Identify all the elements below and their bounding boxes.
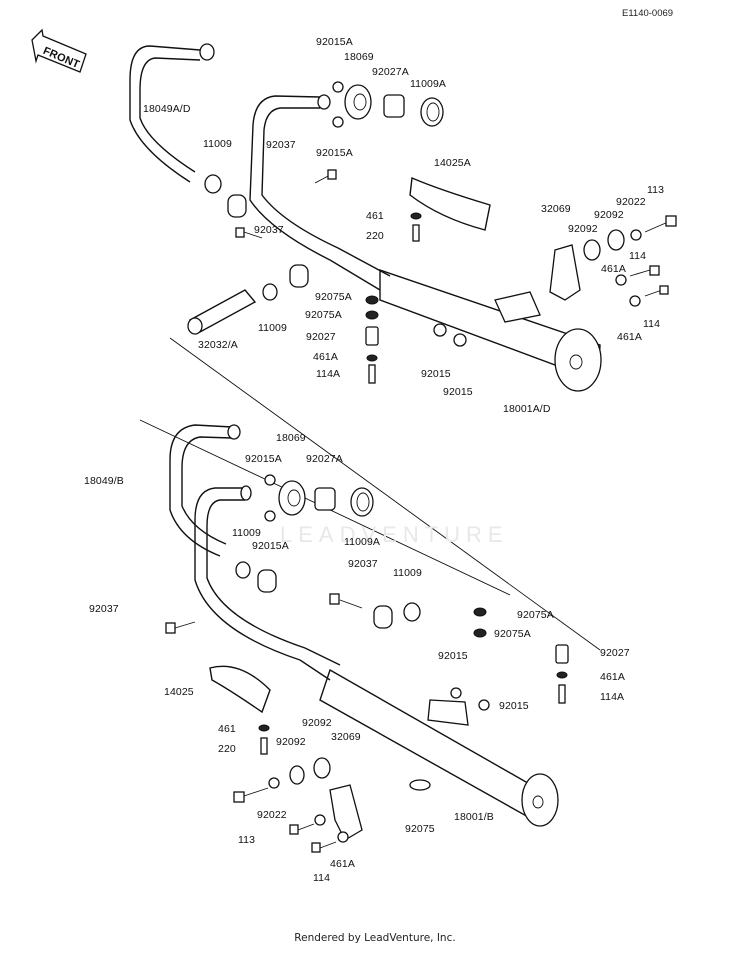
- footer-credit: Rendered by LeadVenture, Inc.: [294, 932, 456, 944]
- part-label[interactable]: 14025: [164, 686, 194, 698]
- part-label[interactable]: 220: [218, 743, 236, 755]
- part-label[interactable]: 461A: [617, 331, 642, 343]
- part-label[interactable]: 461: [366, 210, 384, 222]
- part-label[interactable]: 11009: [203, 138, 232, 150]
- part-label[interactable]: 92015A: [245, 453, 282, 465]
- part-label[interactable]: 461: [218, 723, 236, 735]
- part-label[interactable]: 114: [313, 872, 331, 884]
- part-label[interactable]: 114A: [600, 691, 625, 703]
- document-id: E1140-0069: [622, 8, 674, 19]
- part-label[interactable]: 114A: [316, 368, 341, 380]
- part-label[interactable]: 92075A: [315, 291, 352, 303]
- part-label[interactable]: 92027: [306, 331, 336, 343]
- part-label[interactable]: 92015: [421, 368, 451, 380]
- part-label[interactable]: 114: [629, 250, 647, 262]
- part-label[interactable]: 11009: [258, 322, 287, 334]
- part-label[interactable]: 113: [647, 184, 665, 196]
- part-label[interactable]: 92075A: [305, 309, 342, 321]
- part-label[interactable]: 461A: [330, 858, 355, 870]
- part-label[interactable]: 92015A: [316, 36, 353, 48]
- part-label[interactable]: 32069: [541, 203, 571, 215]
- part-label[interactable]: 92015: [438, 650, 468, 662]
- watermark: LEADVENTURE: [280, 522, 509, 547]
- part-label[interactable]: 92037: [254, 224, 284, 236]
- part-label[interactable]: 92015A: [252, 540, 289, 552]
- part-label[interactable]: 461A: [600, 671, 625, 683]
- part-label[interactable]: 92027: [600, 647, 630, 659]
- part-label[interactable]: 92027A: [306, 453, 343, 465]
- part-label[interactable]: 18001A/D: [503, 403, 551, 415]
- part-label[interactable]: 14025A: [434, 157, 471, 169]
- part-label[interactable]: 18049/B: [84, 475, 124, 487]
- part-label[interactable]: 92075A: [517, 609, 554, 621]
- part-label[interactable]: 461A: [313, 351, 338, 363]
- part-label[interactable]: 92075A: [494, 628, 531, 640]
- front-arrow-icon: [31, 28, 87, 73]
- part-label[interactable]: 32032/A: [198, 339, 238, 351]
- part-label[interactable]: 92075: [405, 823, 435, 835]
- part-label[interactable]: 92015A: [316, 147, 353, 159]
- part-label[interactable]: 114: [643, 318, 661, 330]
- part-label[interactable]: 92092: [594, 209, 624, 221]
- part-label[interactable]: 18069: [344, 51, 374, 63]
- part-label[interactable]: 92037: [348, 558, 378, 570]
- part-label[interactable]: 92022: [257, 809, 287, 821]
- part-label[interactable]: 92037: [266, 139, 296, 151]
- part-label[interactable]: 461A: [601, 263, 626, 275]
- part-label[interactable]: 11009A: [344, 536, 381, 548]
- part-label[interactable]: 92022: [616, 196, 646, 208]
- part-label[interactable]: 18001/B: [454, 811, 494, 823]
- part-label[interactable]: 11009: [393, 567, 422, 579]
- part-label[interactable]: 11009: [232, 527, 261, 539]
- part-label[interactable]: 11009A: [410, 78, 447, 90]
- part-label[interactable]: 92092: [302, 717, 332, 729]
- part-label[interactable]: 92092: [568, 223, 598, 235]
- part-label[interactable]: 32069: [331, 731, 361, 743]
- part-label[interactable]: 113: [238, 834, 256, 846]
- part-label[interactable]: 92015: [443, 386, 473, 398]
- part-label[interactable]: 92092: [276, 736, 306, 748]
- part-label[interactable]: 92027A: [372, 66, 409, 78]
- part-label[interactable]: 220: [366, 230, 384, 242]
- part-label[interactable]: 18049A/D: [143, 103, 191, 115]
- part-label[interactable]: 92037: [89, 603, 119, 615]
- part-label[interactable]: 18069: [276, 432, 306, 444]
- part-label[interactable]: 92015: [499, 700, 529, 712]
